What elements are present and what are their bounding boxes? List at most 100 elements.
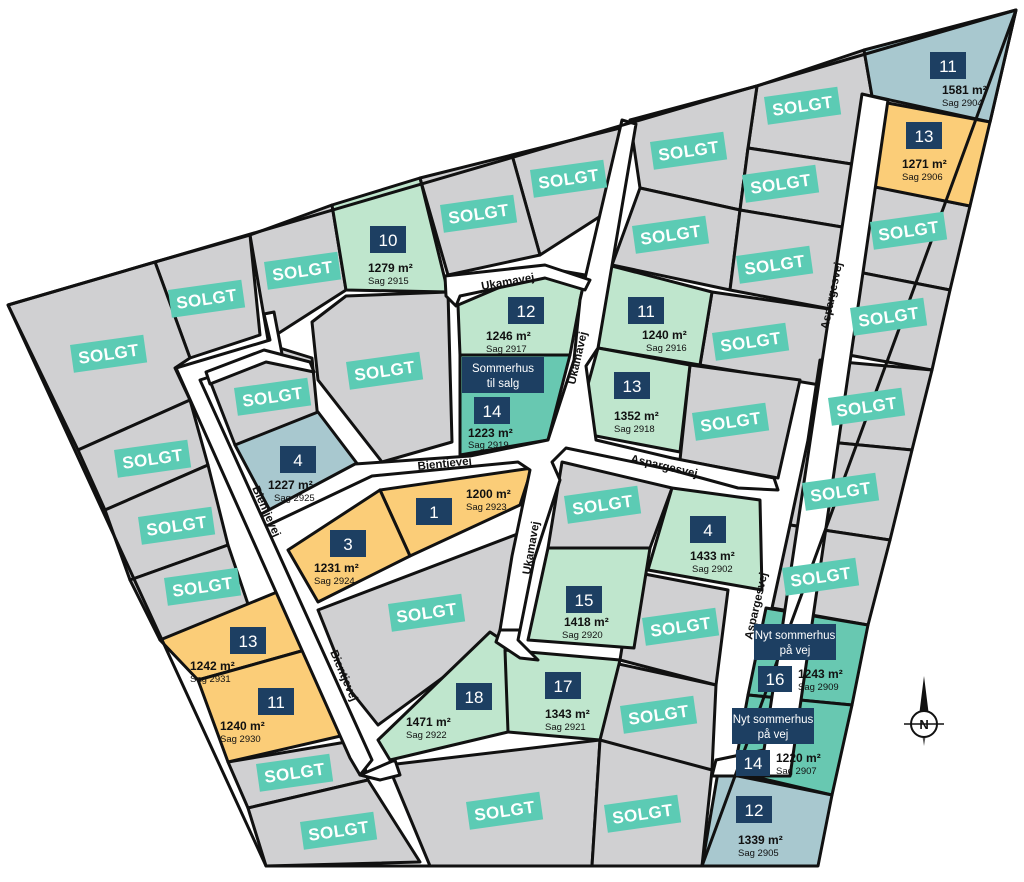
svg-text:11: 11	[637, 302, 655, 321]
svg-text:Sag 2915: Sag 2915	[368, 276, 409, 287]
svg-text:1471 m²: 1471 m²	[406, 715, 451, 729]
sold-badge: SOLGT	[870, 211, 948, 250]
sold-badge: SOLGT	[782, 557, 860, 596]
lot-label: 18 1471 m² Sag 2922	[406, 683, 492, 741]
svg-text:Sag 2920: Sag 2920	[562, 630, 603, 641]
sold-badge: SOLGT	[164, 567, 242, 606]
svg-text:Sag 2909: Sag 2909	[798, 682, 839, 693]
svg-text:3: 3	[343, 535, 352, 554]
sold-badge: SOLGT	[440, 194, 518, 233]
svg-text:Sag 2907: Sag 2907	[776, 766, 817, 777]
lot-label: 1 1200 m² Sag 2923	[416, 487, 511, 525]
svg-text:Sag 2902: Sag 2902	[692, 564, 733, 575]
svg-text:1220 m²: 1220 m²	[776, 751, 821, 765]
svg-text:Sag 2931: Sag 2931	[190, 674, 231, 685]
lot-13-2906[interactable]	[868, 100, 992, 208]
svg-text:Sag 2922: Sag 2922	[406, 730, 447, 741]
sold-badge: SOLGT	[632, 215, 710, 254]
svg-text:Sag 2918: Sag 2918	[614, 424, 655, 435]
svg-text:1227 m²: 1227 m²	[268, 478, 313, 492]
banner-line: på vej	[780, 645, 811, 657]
lot-label: 13 1271 m² Sag 2906	[902, 122, 947, 183]
svg-text:Sag 2916: Sag 2916	[646, 343, 687, 354]
svg-text:Sag 2930: Sag 2930	[220, 734, 261, 745]
svg-text:11: 11	[939, 57, 957, 76]
lot-label: 11 1240 m² Sag 2930	[220, 688, 294, 745]
sold-badge: SOLGT	[604, 794, 682, 833]
svg-text:Nyt sommerhus: Nyt sommerhus	[733, 714, 814, 726]
svg-text:12: 12	[517, 302, 536, 321]
svg-text:Sag 2923: Sag 2923	[466, 502, 507, 513]
lot-label: 13 1352 m² Sag 2918	[614, 372, 659, 435]
svg-text:13: 13	[239, 632, 258, 651]
svg-text:1243 m²: 1243 m²	[798, 667, 843, 681]
svg-text:Sag 2919: Sag 2919	[468, 440, 509, 451]
svg-text:1200 m²: 1200 m²	[466, 487, 511, 501]
svg-text:1352 m²: 1352 m²	[614, 409, 659, 423]
svg-text:Sag 2925: Sag 2925	[274, 493, 315, 504]
lot-label: 17 1343 m² Sag 2921	[545, 672, 590, 733]
sold-badge: SOLGT	[742, 164, 820, 203]
sold-badge: SOLGT	[300, 811, 378, 850]
svg-text:13: 13	[623, 377, 642, 396]
lot-label: 4 1227 m² Sag 2925	[268, 446, 316, 504]
lot-label: 3 1231 m² Sag 2924	[314, 530, 366, 587]
sold-badge: SOLGT	[828, 387, 906, 426]
sold-badge: SOLGT	[264, 251, 342, 290]
lot-label: 11 1240 m² Sag 2916	[628, 297, 687, 354]
svg-text:Sag 2921: Sag 2921	[545, 722, 586, 733]
svg-text:13: 13	[915, 127, 934, 146]
sold-badge: SOLGT	[736, 245, 814, 284]
sold-badge: SOLGT	[346, 351, 424, 390]
svg-text:1240 m²: 1240 m²	[220, 719, 265, 733]
sold-badge: SOLGT	[692, 402, 770, 441]
svg-text:4: 4	[703, 521, 712, 540]
sold-badge: SOLGT	[650, 131, 728, 170]
svg-text:til salg: til salg	[487, 378, 520, 390]
svg-text:11: 11	[267, 693, 285, 712]
svg-text:12: 12	[745, 801, 764, 820]
svg-text:1581 m²: 1581 m²	[942, 83, 987, 97]
banner-line: på vej	[758, 729, 789, 741]
lot-label: 13 1242 m² Sag 2931	[190, 627, 266, 685]
lot-label: 15 1418 m² Sag 2920	[562, 586, 609, 641]
svg-text:15: 15	[575, 591, 594, 610]
svg-text:1339 m²: 1339 m²	[738, 833, 783, 847]
svg-text:Sag 2906: Sag 2906	[902, 172, 943, 183]
svg-text:1418 m²: 1418 m²	[564, 615, 609, 629]
svg-text:1240 m²: 1240 m²	[642, 328, 687, 342]
svg-text:1279 m²: 1279 m²	[368, 261, 413, 275]
north-arrow-icon: N	[904, 676, 944, 746]
sold-badge: SOLGT	[620, 695, 698, 734]
sold-badge: SOLGT	[530, 159, 608, 198]
svg-text:16: 16	[766, 670, 785, 689]
svg-text:Sommerhus: Sommerhus	[472, 363, 534, 375]
svg-text:Sag 2904: Sag 2904	[942, 98, 983, 109]
sold-badge: SOLGT	[168, 279, 246, 318]
sold-badge: SOLGT	[70, 334, 148, 373]
lot-label: 11 1581 m² Sag 2904	[930, 52, 987, 109]
sold-badge: SOLGT	[234, 377, 312, 416]
sold-badge: SOLGT	[712, 322, 790, 361]
sold-badge: SOLGT	[388, 593, 466, 632]
svg-text:Sag 2905: Sag 2905	[738, 848, 779, 859]
road-network	[174, 92, 890, 782]
sold-badge: SOLGT	[764, 86, 842, 125]
lot-label: 4 1433 m² Sag 2902	[690, 516, 735, 575]
svg-text:1246 m²: 1246 m²	[486, 329, 531, 343]
svg-text:17: 17	[554, 677, 573, 696]
lot-label: Sommerhus til salg 14 1223 m² Sag 2919	[462, 357, 544, 451]
svg-text:1271 m²: 1271 m²	[902, 157, 947, 171]
svg-text:1: 1	[429, 503, 438, 522]
lot-label: 12 1339 m² Sag 2905	[736, 796, 783, 859]
svg-text:Sag 2924: Sag 2924	[314, 576, 355, 587]
sold-badge: SOLGT	[802, 472, 880, 511]
svg-text:1242 m²: 1242 m²	[190, 659, 235, 673]
svg-text:14: 14	[483, 402, 502, 421]
sold-badge: SOLGT	[138, 506, 216, 545]
svg-text:Sag 2917: Sag 2917	[486, 344, 527, 355]
sold-badge: SOLGT	[564, 485, 642, 524]
sold-badge: SOLGT	[114, 439, 192, 478]
